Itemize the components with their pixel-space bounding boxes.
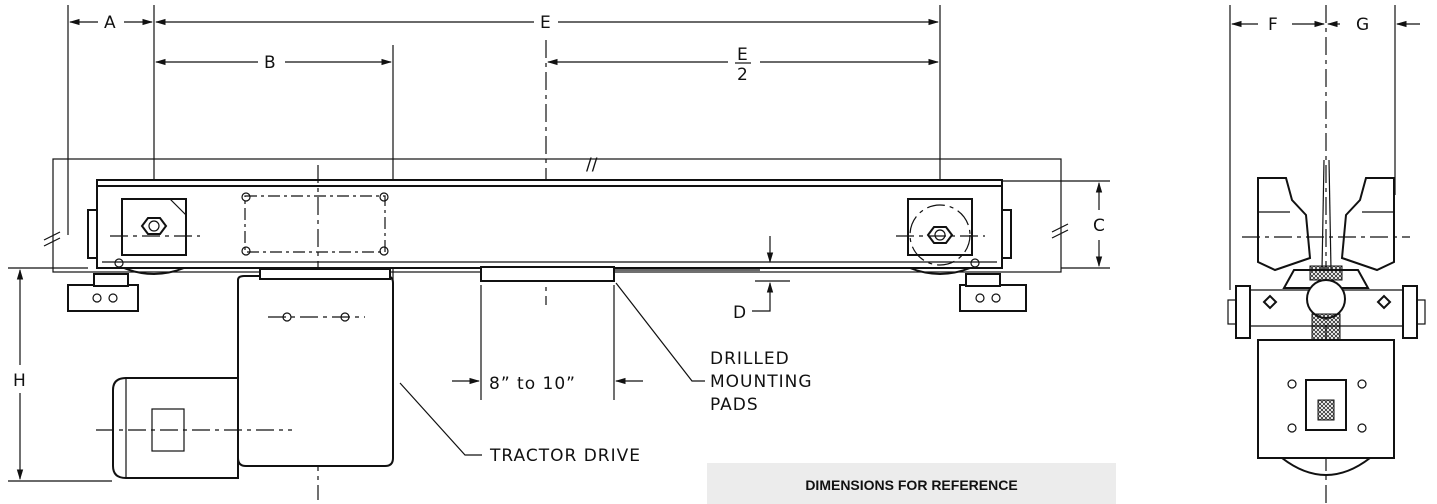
label-f: F xyxy=(1268,15,1278,35)
left-wheel xyxy=(123,267,185,275)
right-axle-nut xyxy=(926,226,954,244)
leader-pads xyxy=(615,282,705,382)
mounting-pad xyxy=(480,266,615,282)
right-wheel-hidden xyxy=(909,204,971,266)
center-hub-knurl xyxy=(1309,265,1343,281)
motor-body xyxy=(112,377,239,479)
pivot-knurl xyxy=(1311,313,1341,341)
right-bolt-3 xyxy=(991,293,1001,303)
left-axle-nut xyxy=(140,217,168,235)
mount-hole-4 xyxy=(379,246,389,256)
break-left-1 xyxy=(43,231,61,241)
label-pad-spacing: 8” to 10” xyxy=(489,374,576,394)
label-g: G xyxy=(1356,15,1369,35)
mount-hole-1 xyxy=(241,192,251,202)
right-axle-bore xyxy=(934,229,946,241)
left-guide xyxy=(87,209,98,259)
rail-web-right xyxy=(1328,159,1332,271)
left-bolt-2 xyxy=(108,293,118,303)
break-right-2 xyxy=(1051,229,1069,239)
right-wheel-housing xyxy=(1340,177,1395,272)
end-view: F G xyxy=(1227,5,1426,504)
left-bolt-3 xyxy=(92,293,102,303)
drive-top-strip xyxy=(259,268,391,280)
label-e: E xyxy=(540,13,551,33)
bracket-hole-3 xyxy=(1287,423,1297,433)
leader-d xyxy=(752,305,771,312)
left-bumper xyxy=(67,284,139,312)
label-c: C xyxy=(1093,216,1105,236)
drive-wheel-end xyxy=(1281,457,1371,476)
right-bolt-1 xyxy=(970,258,980,268)
right-bumper xyxy=(959,284,1027,312)
label-tractor: TRACTOR DRIVE xyxy=(489,446,641,466)
right-side-clip xyxy=(1416,299,1426,325)
left-bolt-1 xyxy=(114,258,124,268)
left-bumper-block xyxy=(93,273,129,287)
label-a: A xyxy=(104,13,116,33)
left-end-nut xyxy=(1262,294,1278,310)
break-left-2 xyxy=(43,237,61,247)
label-d: D xyxy=(733,303,746,323)
leader-tractor xyxy=(399,382,482,456)
left-side-clip xyxy=(1227,299,1237,325)
left-side-plate xyxy=(1235,285,1251,339)
label-ehalf-den: 2 xyxy=(737,65,748,85)
left-axle-bore xyxy=(148,220,160,232)
label-pads-2: MOUNTING xyxy=(710,372,813,392)
trolley-frame xyxy=(96,179,1003,269)
break-mark-top: // xyxy=(586,155,598,175)
right-guide xyxy=(1001,209,1012,259)
label-ehalf-num: E xyxy=(737,45,748,65)
right-bumper-block xyxy=(965,273,1001,287)
right-side-plate xyxy=(1402,285,1418,339)
pivot-ball xyxy=(1306,279,1346,319)
drive-mount-outline xyxy=(244,195,386,253)
label-h: H xyxy=(13,371,26,391)
mount-hole-3 xyxy=(241,246,251,256)
bracket-hole-1 xyxy=(1287,379,1297,389)
left-wheel-housing xyxy=(1257,177,1312,272)
tractor-drive-body xyxy=(237,275,394,467)
reference-note: DIMENSIONS FOR REFERENCE xyxy=(805,477,1018,493)
rail-web-left xyxy=(1321,159,1325,271)
label-b: B xyxy=(264,53,276,73)
mount-hole-2 xyxy=(379,192,389,202)
side-view: A E B E 2 // xyxy=(8,5,1110,500)
bracket-hole-4 xyxy=(1357,423,1367,433)
left-bracket-chamfer xyxy=(169,198,187,216)
right-bolt-2 xyxy=(975,293,985,303)
reference-note-box xyxy=(707,463,1116,504)
spring-block-knurl xyxy=(1317,399,1335,421)
right-end-nut xyxy=(1376,294,1392,310)
label-pads-3: PADS xyxy=(710,395,759,415)
break-right-1 xyxy=(1051,223,1069,233)
bracket-hole-2 xyxy=(1357,379,1367,389)
label-pads-1: DRILLED xyxy=(710,349,790,369)
right-wheel xyxy=(909,267,971,275)
